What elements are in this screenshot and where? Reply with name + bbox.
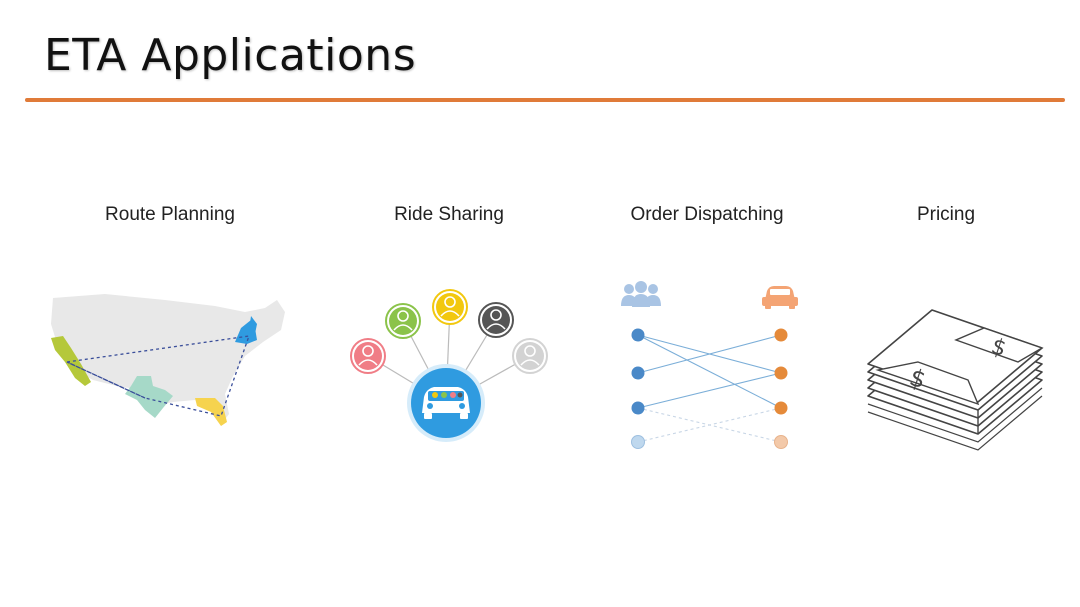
car-icon [762, 286, 798, 309]
people-group-icon [621, 281, 661, 307]
user-avatar-icon [350, 338, 386, 374]
slide-title: ETA Applications [44, 30, 417, 81]
car-with-passengers-icon [407, 364, 485, 442]
order-dispatching-label: Order Dispatching [630, 204, 784, 225]
user-avatar-icon [385, 303, 421, 339]
user-avatar-icon [478, 302, 514, 338]
ride-sharing-illustration [350, 289, 548, 442]
order-dispatching-illustration [621, 281, 798, 449]
user-avatar-icon [512, 338, 548, 374]
ride-sharing-label: Ride Sharing [394, 204, 504, 225]
pricing-label: Pricing [916, 204, 976, 225]
us-map-route-icon [51, 294, 285, 426]
user-avatar-icon [432, 289, 468, 325]
route-planning-label: Route Planning [105, 204, 235, 225]
title-underline [25, 98, 1065, 102]
money-stack-icon: $ $ [867, 309, 1044, 451]
